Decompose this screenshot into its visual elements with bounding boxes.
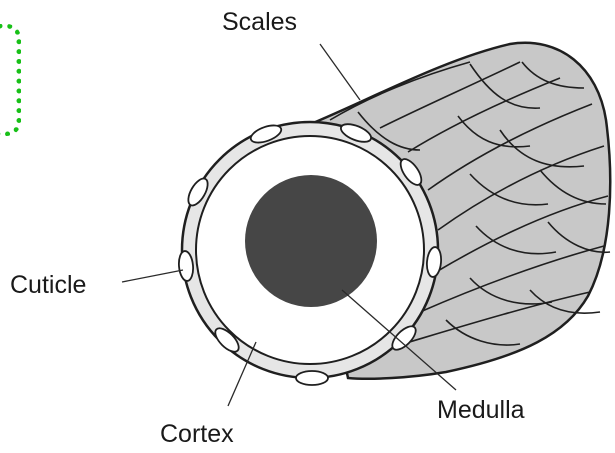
label-cortex: Cortex [160, 422, 234, 447]
medulla [245, 175, 377, 307]
label-medulla: Medulla [437, 398, 525, 423]
label-cuticle: Cuticle [10, 273, 86, 298]
scales-leader [320, 44, 360, 100]
cuticle-leader [122, 270, 183, 282]
label-scales: Scales [222, 10, 297, 35]
